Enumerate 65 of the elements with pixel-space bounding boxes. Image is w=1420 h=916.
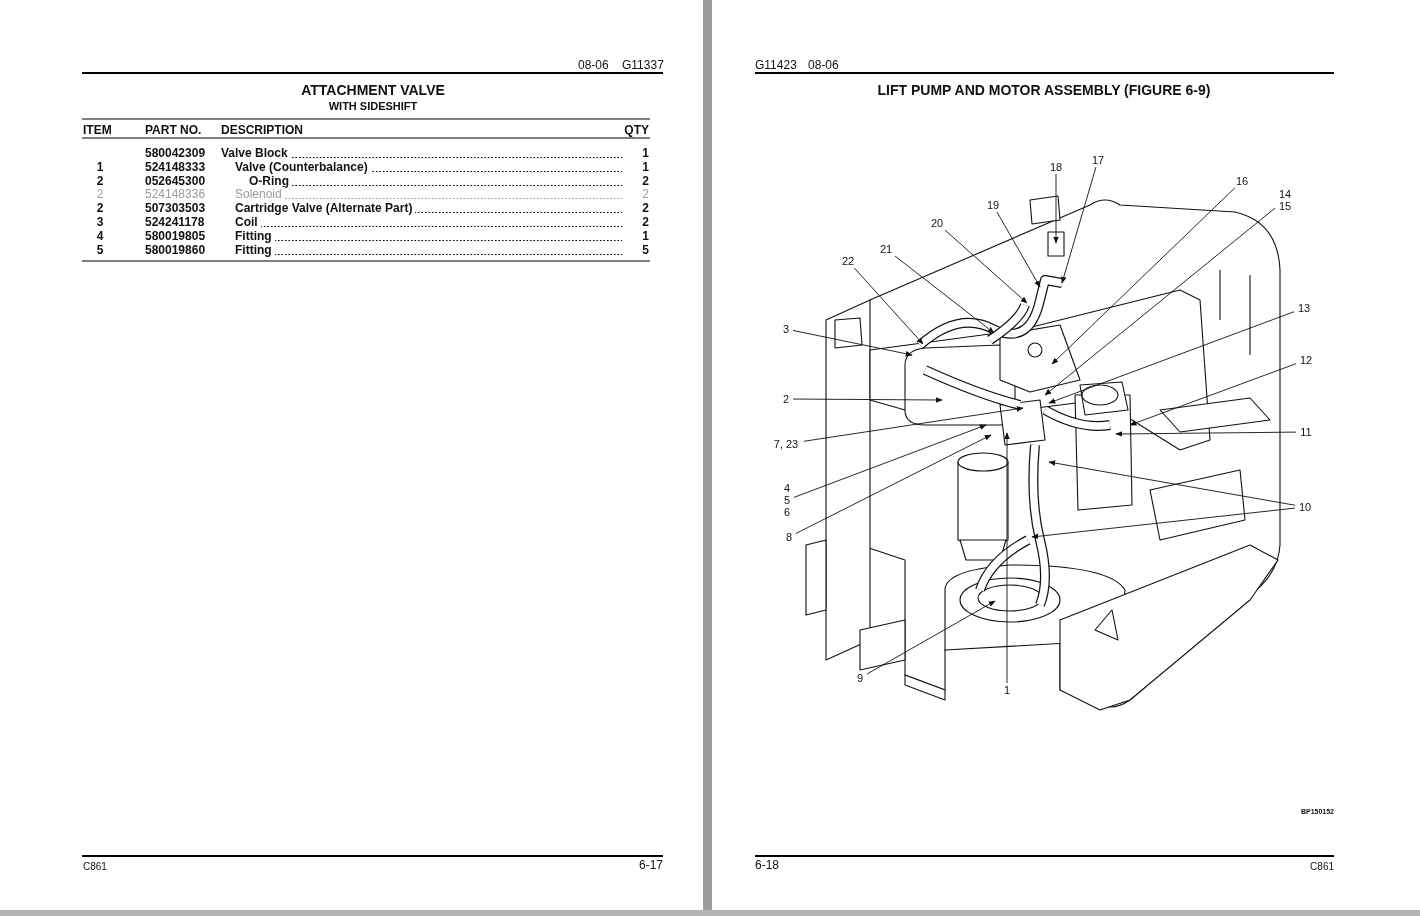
document-code: G11423: [755, 58, 797, 72]
part-number: 580019860: [145, 243, 206, 257]
part-number: 524148336: [145, 187, 206, 201]
quantity: 1: [642, 146, 649, 160]
callout-number: 8: [783, 531, 795, 543]
page-title: ATTACHMENT VALVE: [301, 83, 445, 97]
column-header: DESCRIPTION: [221, 123, 303, 137]
part-number: 580019805: [145, 229, 206, 243]
part-description: Valve (Counterbalance): [235, 160, 622, 174]
part-description: O-Ring: [249, 174, 622, 188]
page-number: 6-18: [755, 858, 780, 872]
manual-code: C861: [83, 860, 107, 874]
item-number: 2: [96, 201, 104, 215]
item-number: 2: [96, 174, 104, 188]
revision-date: 08-06: [808, 58, 839, 72]
part-number: 580042309: [145, 146, 206, 160]
callout-number: 17: [1089, 154, 1107, 166]
item-number: 2: [96, 187, 104, 201]
quantity: 2: [642, 201, 649, 215]
figure-title: LIFT PUMP AND MOTOR ASSEMBLY (FIGURE 6-9): [877, 83, 1211, 97]
callout-number: 12: [1297, 354, 1315, 366]
item-number: 1: [96, 160, 104, 174]
callout-number: 19: [984, 199, 1002, 211]
callout-number: 3: [780, 323, 792, 335]
part-description: Fitting: [235, 243, 622, 257]
part-number: 052645300: [145, 174, 206, 188]
part-number: 524148333: [145, 160, 206, 174]
callout-number: 10: [1296, 501, 1314, 513]
callout-number: 11: [1297, 426, 1315, 438]
page-number: 6-17: [638, 858, 663, 872]
callout-number: 1: [1001, 684, 1013, 696]
page-subtitle: WITH SIDESHIFT: [328, 99, 418, 113]
callout-number: 18: [1047, 161, 1065, 173]
column-header: ITEM: [83, 123, 112, 137]
part-number: 507303503: [145, 201, 206, 215]
part-description: Fitting: [235, 229, 622, 243]
callout-number: 7, 23: [769, 438, 803, 450]
callout-number: 22: [839, 255, 857, 267]
part-number: 524241178: [145, 215, 205, 229]
revision-date: 08-06: [578, 58, 609, 72]
column-header: QTY: [624, 123, 649, 137]
callout-number: 20: [928, 217, 946, 229]
part-description: Coil: [235, 215, 622, 229]
part-description: Cartridge Valve (Alternate Part): [235, 201, 622, 215]
quantity: 1: [642, 160, 649, 174]
part-description: Valve Block: [221, 146, 622, 160]
item-number: 5: [96, 243, 104, 257]
callout-number: 9: [854, 672, 866, 684]
document-code: G11337: [622, 58, 664, 72]
callout-number: 4 5 6: [781, 482, 793, 518]
quantity: 1: [642, 229, 649, 243]
quantity: 2: [642, 187, 649, 201]
quantity: 5: [642, 243, 649, 257]
part-description: Solenoid: [235, 187, 622, 201]
callout-number: 16: [1233, 175, 1251, 187]
callout-number: 2: [780, 393, 792, 405]
column-header: PART NO.: [145, 123, 202, 137]
callout-number: 13: [1295, 302, 1313, 314]
item-number: 3: [96, 215, 104, 229]
quantity: 2: [642, 215, 649, 229]
item-number: 4: [96, 229, 104, 243]
callout-number: 21: [877, 243, 895, 255]
manual-code: C861: [1310, 860, 1334, 874]
quantity: 2: [642, 174, 649, 188]
callout-number: 14 15: [1276, 188, 1294, 212]
